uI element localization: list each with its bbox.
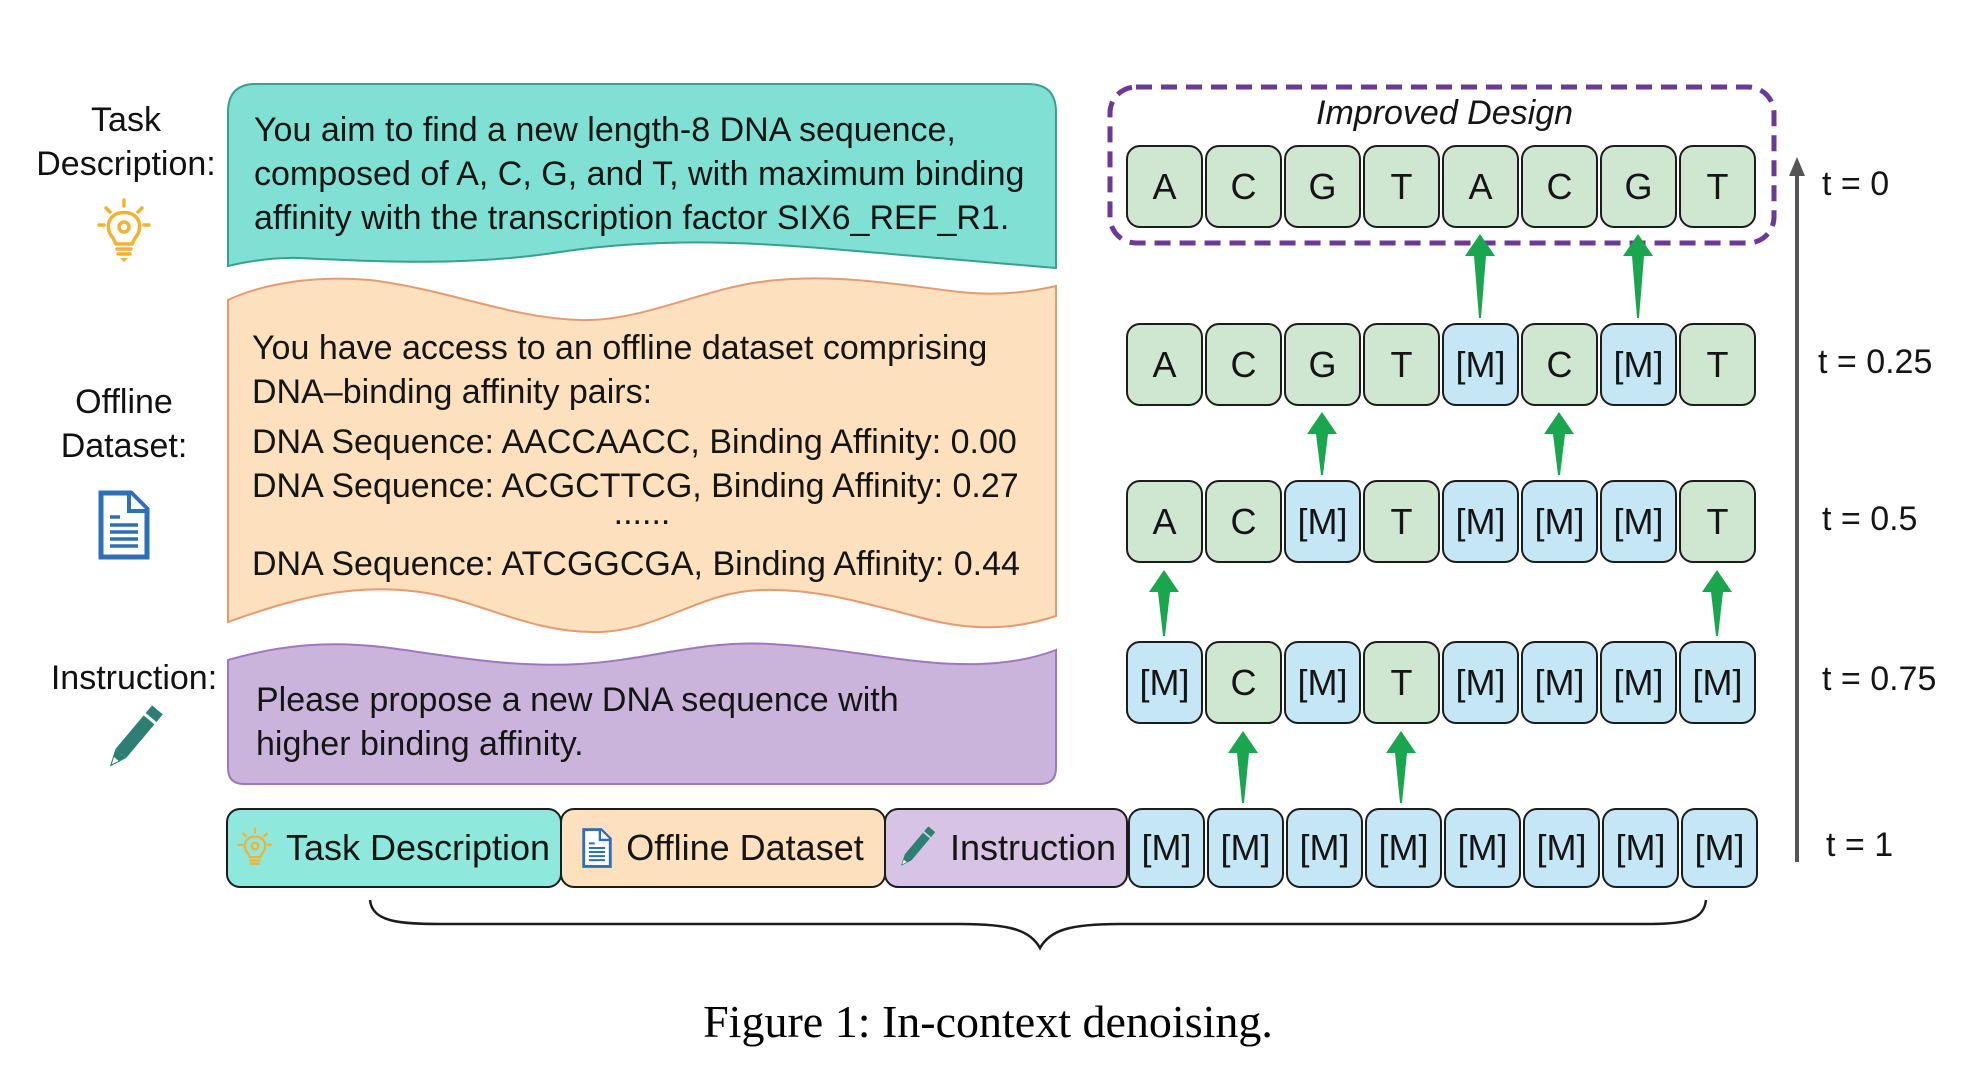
mask-token: [M] (1365, 808, 1442, 888)
mask-token: [M] (1600, 480, 1677, 563)
green-up-arrow (1702, 570, 1732, 636)
offline-dataset-box-shape (227, 277, 1057, 634)
time-step-label: t = 0.75 (1822, 660, 1937, 698)
improved-design-label: Improved Design (1316, 94, 1574, 132)
nucleotide-token: A (1126, 480, 1203, 563)
nucleotide-token: T (1363, 323, 1440, 406)
nucleotide-token: T (1679, 145, 1756, 228)
lightbulb-icon (237, 827, 273, 865)
time-step-label: t = 1 (1826, 826, 1894, 864)
instruction-side-label: Instruction: (34, 656, 234, 700)
nucleotide-token: T (1363, 480, 1440, 563)
mask-token: [M] (1286, 808, 1363, 888)
nucleotide-token: T (1363, 145, 1440, 228)
mask-token: [M] (1207, 808, 1284, 888)
instruction-text: Please propose a new DNA sequence with h… (256, 678, 899, 766)
task-description-box-shape (227, 83, 1057, 270)
mask-token: [M] (1681, 808, 1758, 888)
mask-token: [M] (1284, 480, 1361, 563)
dataset-row: DNA Sequence: ACGCTTCG, Binding Affinity… (252, 467, 1019, 505)
mask-token: [M] (1442, 480, 1519, 563)
time-step-label: t = 0.5 (1822, 500, 1918, 538)
label-line: Dataset: (60, 427, 188, 465)
mask-token: [M] (1284, 641, 1361, 724)
nucleotide-token: C (1205, 323, 1282, 406)
nucleotide-token: G (1284, 145, 1361, 228)
mask-token: [M] (1442, 323, 1519, 406)
mask-token: [M] (1602, 808, 1679, 888)
context-token-task-description: Task Description (226, 808, 562, 888)
mask-token: [M] (1126, 641, 1203, 724)
nucleotide-token: C (1205, 480, 1282, 563)
green-up-arrow (1544, 412, 1574, 475)
mask-token: [M] (1128, 808, 1205, 888)
context-token-instruction: Instruction (884, 808, 1128, 888)
mask-token: [M] (1521, 641, 1598, 724)
label-line: Instruction: (50, 659, 218, 697)
nucleotide-token: G (1600, 145, 1677, 228)
mask-token: [M] (1600, 323, 1677, 406)
lightbulb-icon (97, 198, 151, 262)
green-up-arrow (1149, 570, 1179, 636)
text-line: composed of A, C, G, and T, with maximum… (254, 155, 1025, 193)
text-line: affinity with the transcription factor S… (254, 199, 1010, 237)
nucleotide-token: T (1679, 323, 1756, 406)
green-up-arrow (1307, 412, 1337, 475)
nucleotide-token: C (1521, 145, 1598, 228)
mask-token: [M] (1444, 808, 1521, 888)
pencil-icon (109, 705, 163, 767)
nucleotide-token: A (1126, 323, 1203, 406)
context-token-label: Instruction (949, 827, 1117, 868)
dataset-row: DNA Sequence: ATCGGCGA, Binding Affinity… (252, 545, 1020, 583)
pencil-icon (901, 826, 936, 866)
green-up-arrow (1228, 731, 1258, 803)
label-line: Description: (36, 145, 216, 183)
offline-dataset-text: You have access to an offline dataset co… (252, 326, 1032, 586)
text-line: You aim to find a new length-8 DNA seque… (254, 111, 956, 149)
nucleotide-token: A (1442, 145, 1519, 228)
nucleotide-token: C (1205, 145, 1282, 228)
dataset-ellipsis: ...... (613, 494, 671, 532)
green-up-arrow (1623, 234, 1653, 318)
label-line: Offline (75, 383, 173, 421)
text-line: You have access to an offline dataset co… (252, 329, 988, 367)
time-step-label: t = 0.25 (1818, 343, 1933, 381)
task-description-side-label: Task Description: (26, 98, 226, 186)
dataset-row: DNA Sequence: AACCAACC, Binding Affinity… (252, 423, 1017, 461)
time-step-label: t = 0 (1822, 165, 1890, 203)
text-line: Please propose a new DNA sequence with (256, 681, 899, 719)
nucleotide-token: C (1521, 323, 1598, 406)
task-description-text: You aim to find a new length-8 DNA seque… (254, 108, 1024, 240)
mask-token: [M] (1521, 480, 1598, 563)
nucleotide-token: G (1284, 323, 1361, 406)
figure-caption: Figure 1: In-context denoising. (703, 996, 1273, 1047)
context-token-offline-dataset: Offline Dataset (560, 808, 886, 888)
green-up-arrow (1386, 731, 1416, 803)
context-token-label: Offline Dataset (626, 827, 864, 868)
text-line: higher binding affinity. (256, 725, 584, 763)
nucleotide-token: T (1363, 641, 1440, 724)
instruction-box-shape (227, 642, 1057, 785)
mask-token: [M] (1600, 641, 1677, 724)
text-line: DNA–binding affinity pairs: (252, 373, 653, 411)
mask-token: [M] (1442, 641, 1519, 724)
mask-token: [M] (1523, 808, 1600, 888)
document-icon (582, 828, 612, 868)
green-up-arrow (1465, 234, 1495, 318)
document-icon (98, 490, 150, 560)
label-line: Task (91, 101, 161, 139)
context-token-label: Task Description (285, 827, 551, 868)
offline-dataset-side-label: Offline Dataset: (24, 380, 224, 468)
nucleotide-token: T (1679, 480, 1756, 563)
nucleotide-token: A (1126, 145, 1203, 228)
nucleotide-token: C (1205, 641, 1282, 724)
mask-token: [M] (1679, 641, 1756, 724)
time-axis-arrowhead (1789, 157, 1805, 176)
